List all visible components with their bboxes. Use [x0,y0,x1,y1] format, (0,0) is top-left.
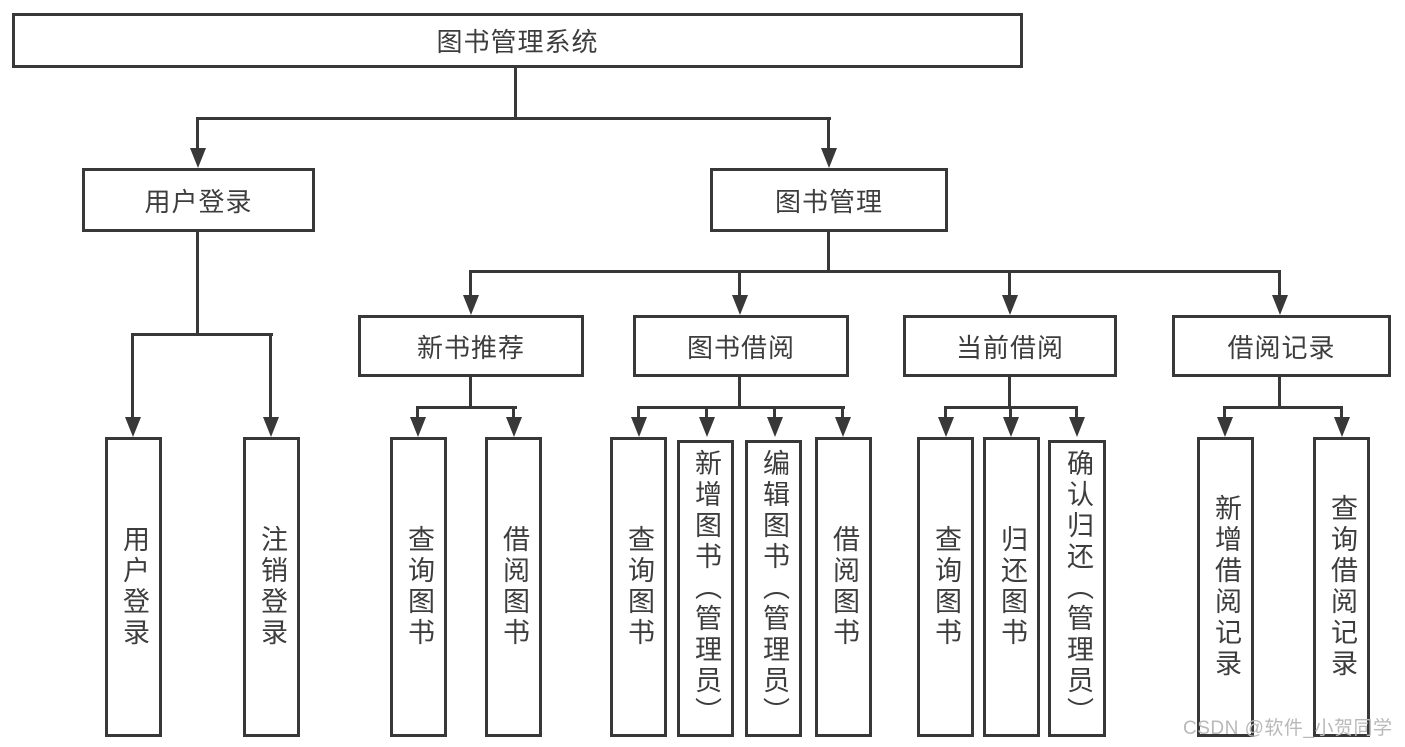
edge-line [196,232,199,335]
watermark-text: CSDN @软件_小贺同学 [1183,718,1393,739]
arrow-down-icon [767,417,783,437]
node-current-borrowing: 当前借阅 [903,315,1117,377]
edge-line [827,232,830,273]
arrow-down-icon [263,417,279,437]
edge-line [197,117,831,120]
edge-line [1224,406,1343,409]
edge-line [637,406,845,409]
arrow-down-icon [410,417,426,437]
arrow-down-icon [1272,295,1288,315]
node-book-borrowing: 图书借阅 [633,315,849,377]
edge-line [269,333,272,417]
arrow-down-icon [732,295,748,315]
node-user-login: 用户登录 [82,168,315,232]
edge-line [196,117,199,148]
edge-line [132,333,273,336]
arrow-down-icon [1002,295,1018,315]
arrow-down-icon [835,417,851,437]
edge-line [738,377,741,409]
leaf-current-return-books: 归还图书 [983,437,1040,737]
leaf-current-confirm-return-admin: 确认归还（管理员） [1048,440,1106,737]
edge-line [773,406,776,417]
arrow-down-icon [125,417,141,437]
leaf-borrow-edit-books-admin: 编辑图书（管理员） [745,440,802,737]
edge-line [637,406,640,417]
edge-line [417,406,517,409]
edge-line [738,270,741,295]
node-root: 图书管理系统 [12,13,1023,68]
edge-line [131,333,134,417]
edge-line [1075,406,1078,417]
edge-line [1009,406,1012,417]
node-book-management: 图书管理 [710,168,948,232]
node-borrowing-records: 借阅记录 [1172,315,1391,377]
edge-line [469,270,472,295]
edge-line [1008,270,1011,295]
edge-line [1278,270,1281,295]
leaf-borrow-borrow-books: 借阅图书 [815,437,872,737]
arrow-down-icon [1069,417,1085,437]
edge-line [841,406,844,417]
leaf-newbooks-query-books: 查询图书 [390,437,447,737]
leaf-current-query-books: 查询图书 [917,437,974,737]
arrow-down-icon [1334,417,1350,437]
leaf-logout: 注销登录 [243,437,300,737]
arrow-down-icon [190,148,206,168]
edge-line [416,406,419,417]
edge-line [469,377,472,409]
arrow-down-icon [463,295,479,315]
arrow-down-icon [1217,417,1233,437]
edge-line [827,117,830,148]
edge-line [1340,406,1343,417]
leaf-borrow-add-books-admin: 新增图书（管理员） [677,440,734,737]
leaf-user-login: 用户登录 [105,437,162,737]
edge-line [514,68,517,119]
arrow-down-icon [506,417,522,437]
edge-line [512,406,515,417]
edge-line [1278,377,1281,409]
edge-line [470,270,1281,273]
arrow-down-icon [938,417,954,437]
edge-line [1223,406,1226,417]
leaf-records-add-record: 新增借阅记录 [1197,437,1254,737]
arrow-down-icon [821,148,837,168]
edge-line [944,406,947,417]
edge-line [1008,377,1011,409]
arrow-down-icon [699,417,715,437]
leaf-newbooks-borrow-books: 借阅图书 [485,437,542,737]
leaf-borrow-query-books: 查询图书 [610,437,667,737]
edge-line [705,406,708,417]
arrow-down-icon [1003,417,1019,437]
node-new-book-recommend: 新书推荐 [358,315,584,377]
arrow-down-icon [631,417,647,437]
leaf-records-query-record: 查询借阅记录 [1313,437,1370,737]
